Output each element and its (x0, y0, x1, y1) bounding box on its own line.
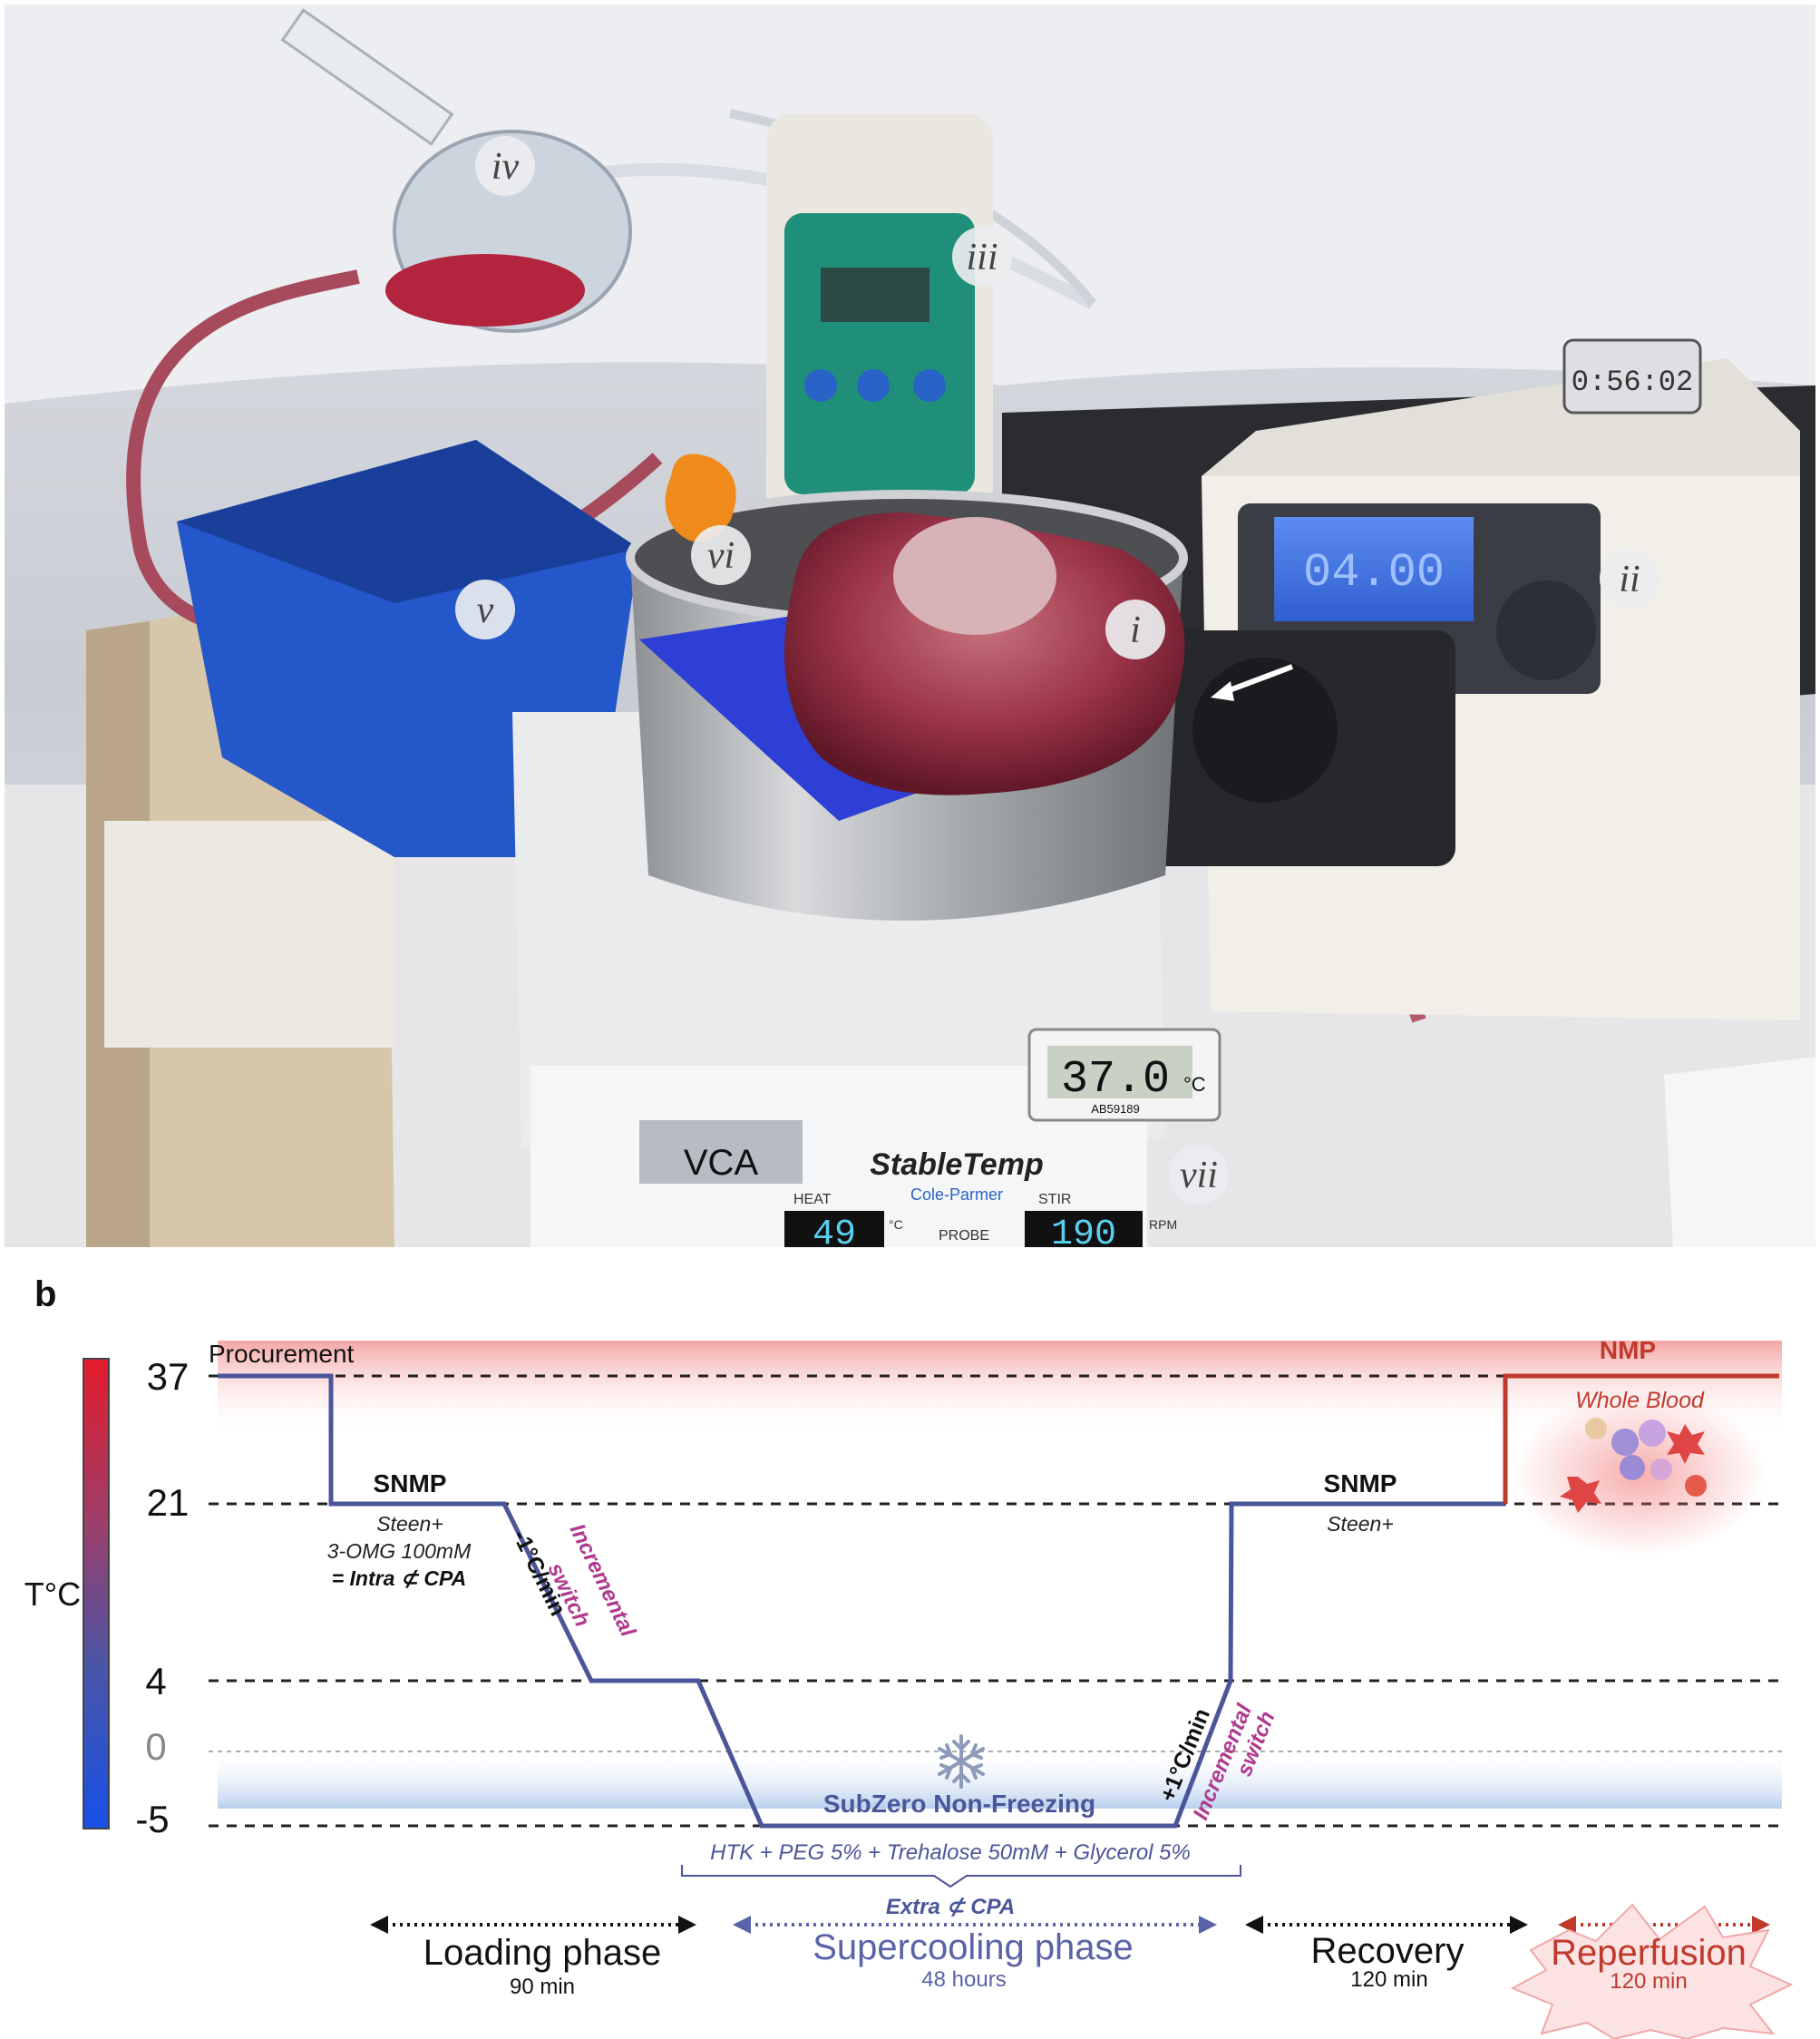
procurement-label: Procurement (209, 1340, 355, 1368)
snmp-left-line2: 3-OMG 100mM (327, 1539, 472, 1563)
nmp-trace (1503, 1373, 1779, 1504)
callout-ii: ii (1619, 559, 1640, 600)
thermometer-unit: °C (1183, 1073, 1206, 1096)
phase-loading-duration: 90 min (510, 1975, 575, 1999)
tick-0: 0 (145, 1725, 166, 1768)
solution-bracket (681, 1865, 1241, 1888)
thermometer-display: 37.0 (1061, 1054, 1170, 1106)
temperature-trace (218, 1373, 1505, 1829)
heat-label: HEAT (793, 1192, 832, 1207)
snmp-left-line3: = Intra ⊄ CPA (332, 1566, 467, 1590)
phase-reperfusion-name: Reperfusion (1551, 1933, 1747, 1973)
panel-b-label: b (34, 1274, 57, 1314)
callout-iv: iv (491, 146, 520, 188)
snmp-right-title: SNMP (1324, 1469, 1397, 1498)
phase-recovery-name: Recovery (1311, 1931, 1465, 1971)
brand-label: StableTemp (870, 1147, 1043, 1182)
phase-supercooling-name: Supercooling phase (813, 1927, 1134, 1967)
tape-label: VCA (684, 1143, 759, 1183)
phase-supercooling-duration: 48 hours (921, 1967, 1006, 1992)
phase-recovery-duration: 120 min (1350, 1967, 1427, 1992)
lab-setup-photo: 04.00 0:56:02 VCA StableTemp Cole-Parmer… (5, 5, 1815, 1247)
timer-display: 0:56:02 (1572, 366, 1693, 399)
callout-i: i (1130, 610, 1141, 651)
snowflake-icon (938, 1734, 985, 1789)
phase-reperfusion-duration: 120 min (1610, 1969, 1687, 1994)
blood-cells-icon (1560, 1418, 1707, 1513)
heat-unit: °C (889, 1217, 903, 1232)
brand-sub: Cole-Parmer (910, 1185, 1003, 1204)
supercool-label: SubZero Non-Freezing (823, 1790, 1095, 1818)
tick-minus5: -5 (135, 1798, 169, 1840)
temperature-protocol-diagram: T°C 37 21 4 0 -5 Procurement SNMP Steen+… (24, 1336, 1794, 2039)
stir-display: 190 (1051, 1215, 1116, 1247)
callout-vii: vii (1180, 1155, 1218, 1196)
callout-v: v (477, 590, 494, 631)
axis-label: T°C (24, 1576, 81, 1613)
snmp-right-line1: Steen+ (1327, 1512, 1394, 1536)
solution-label: HTK + PEG 5% + Trehalose 50mM + Glycerol… (710, 1840, 1191, 1865)
pump-display: 04.00 (1303, 546, 1445, 600)
snmp-left-title: SNMP (374, 1469, 447, 1498)
heat-display: 49 (813, 1215, 856, 1247)
callout-vi: vi (707, 535, 735, 577)
reperfusion-burst (1510, 1903, 1794, 2039)
phase-loading-name: Loading phase (423, 1933, 661, 1973)
solution-note: Extra ⊄ CPA (886, 1895, 1015, 1919)
stir-unit: RPM (1149, 1217, 1177, 1232)
nmp-title: NMP (1600, 1336, 1656, 1364)
tick-37: 37 (147, 1355, 190, 1398)
callout-iii: iii (966, 237, 998, 278)
tick-21: 21 (147, 1481, 190, 1524)
probe-label: PROBE (939, 1228, 989, 1244)
snmp-left-line1: Steen+ (376, 1512, 443, 1536)
stir-label: STIR (1038, 1192, 1071, 1207)
tick-4: 4 (145, 1660, 166, 1702)
thermometer-id: AB59189 (1091, 1102, 1140, 1116)
